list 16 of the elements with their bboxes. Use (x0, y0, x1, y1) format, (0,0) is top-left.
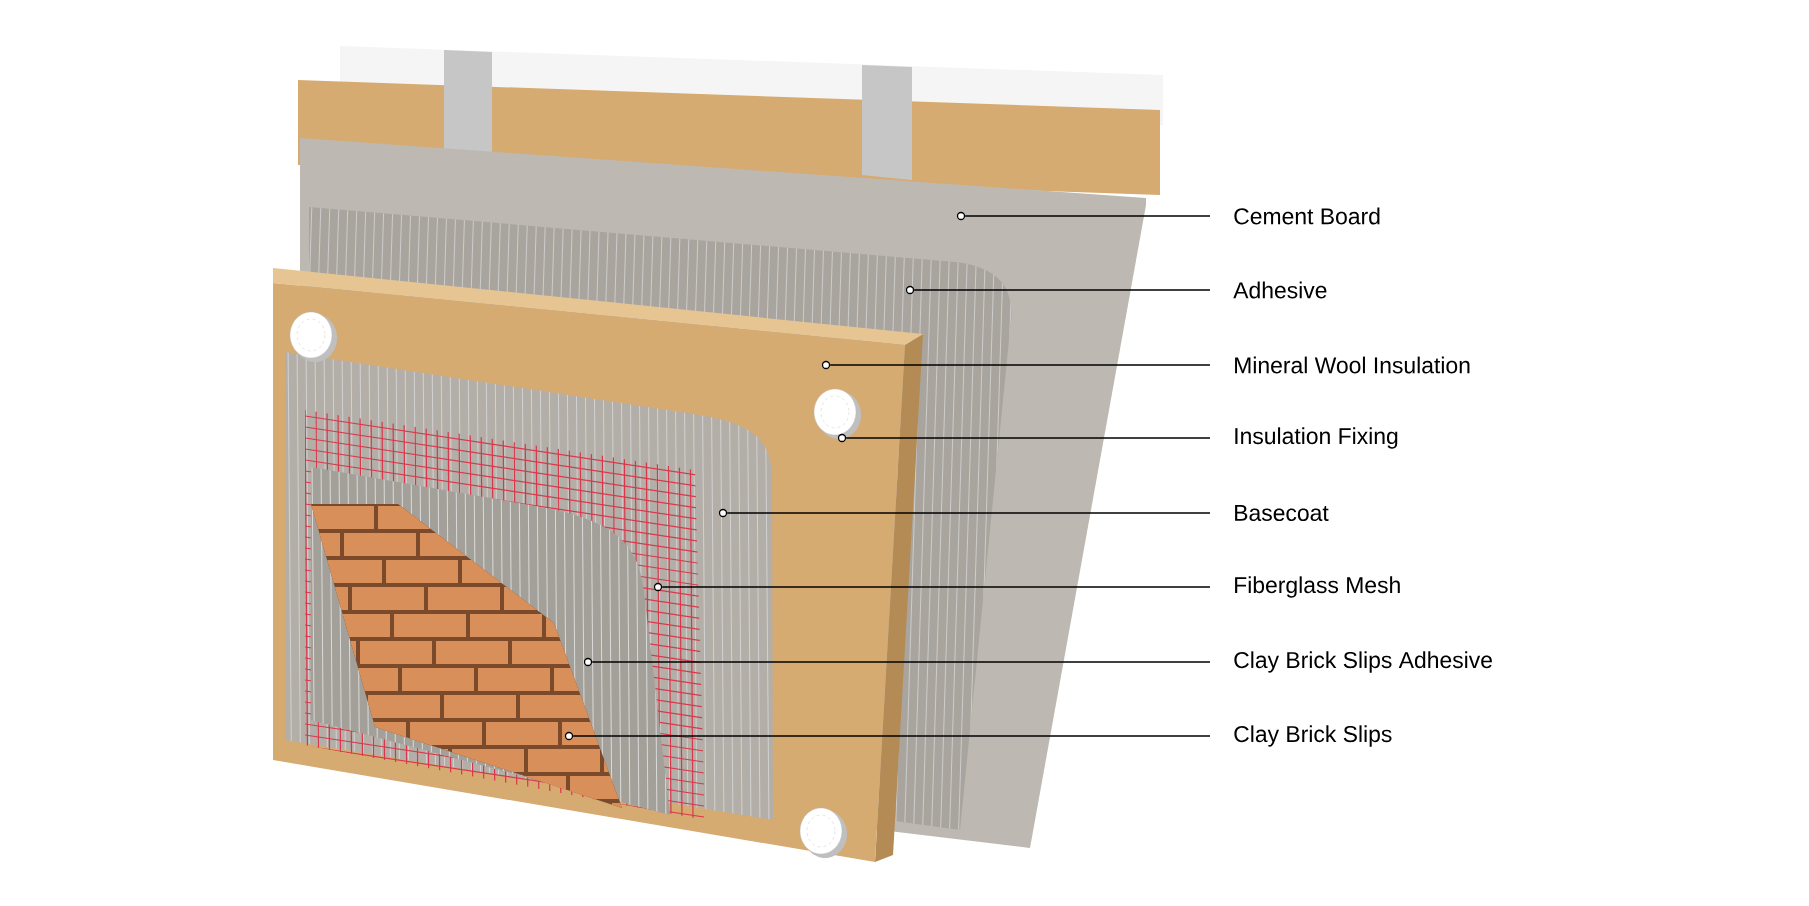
leader-line (913, 289, 1211, 291)
leader-line (845, 437, 1211, 439)
layer-label: Cement Board (1234, 207, 1380, 225)
layer-label: Insulation Fixing (1235, 427, 1398, 449)
layer-label: Fiberglass Mesh (1235, 576, 1400, 598)
layer-label: Adhesive (1233, 281, 1327, 299)
layer-label: Basecoat (1235, 505, 1329, 521)
layer-label: Clay Brick Slips Adhesive (1234, 651, 1492, 673)
layer-label: Mineral Wool Insulation (1235, 356, 1470, 374)
leader-line (591, 661, 1211, 663)
leader-line (661, 586, 1211, 588)
leader-line (572, 735, 1211, 737)
leader-line (726, 512, 1211, 514)
layer-label: Clay Brick Slips (1234, 725, 1392, 747)
leader-line (829, 364, 1211, 366)
leader-line (964, 215, 1211, 217)
